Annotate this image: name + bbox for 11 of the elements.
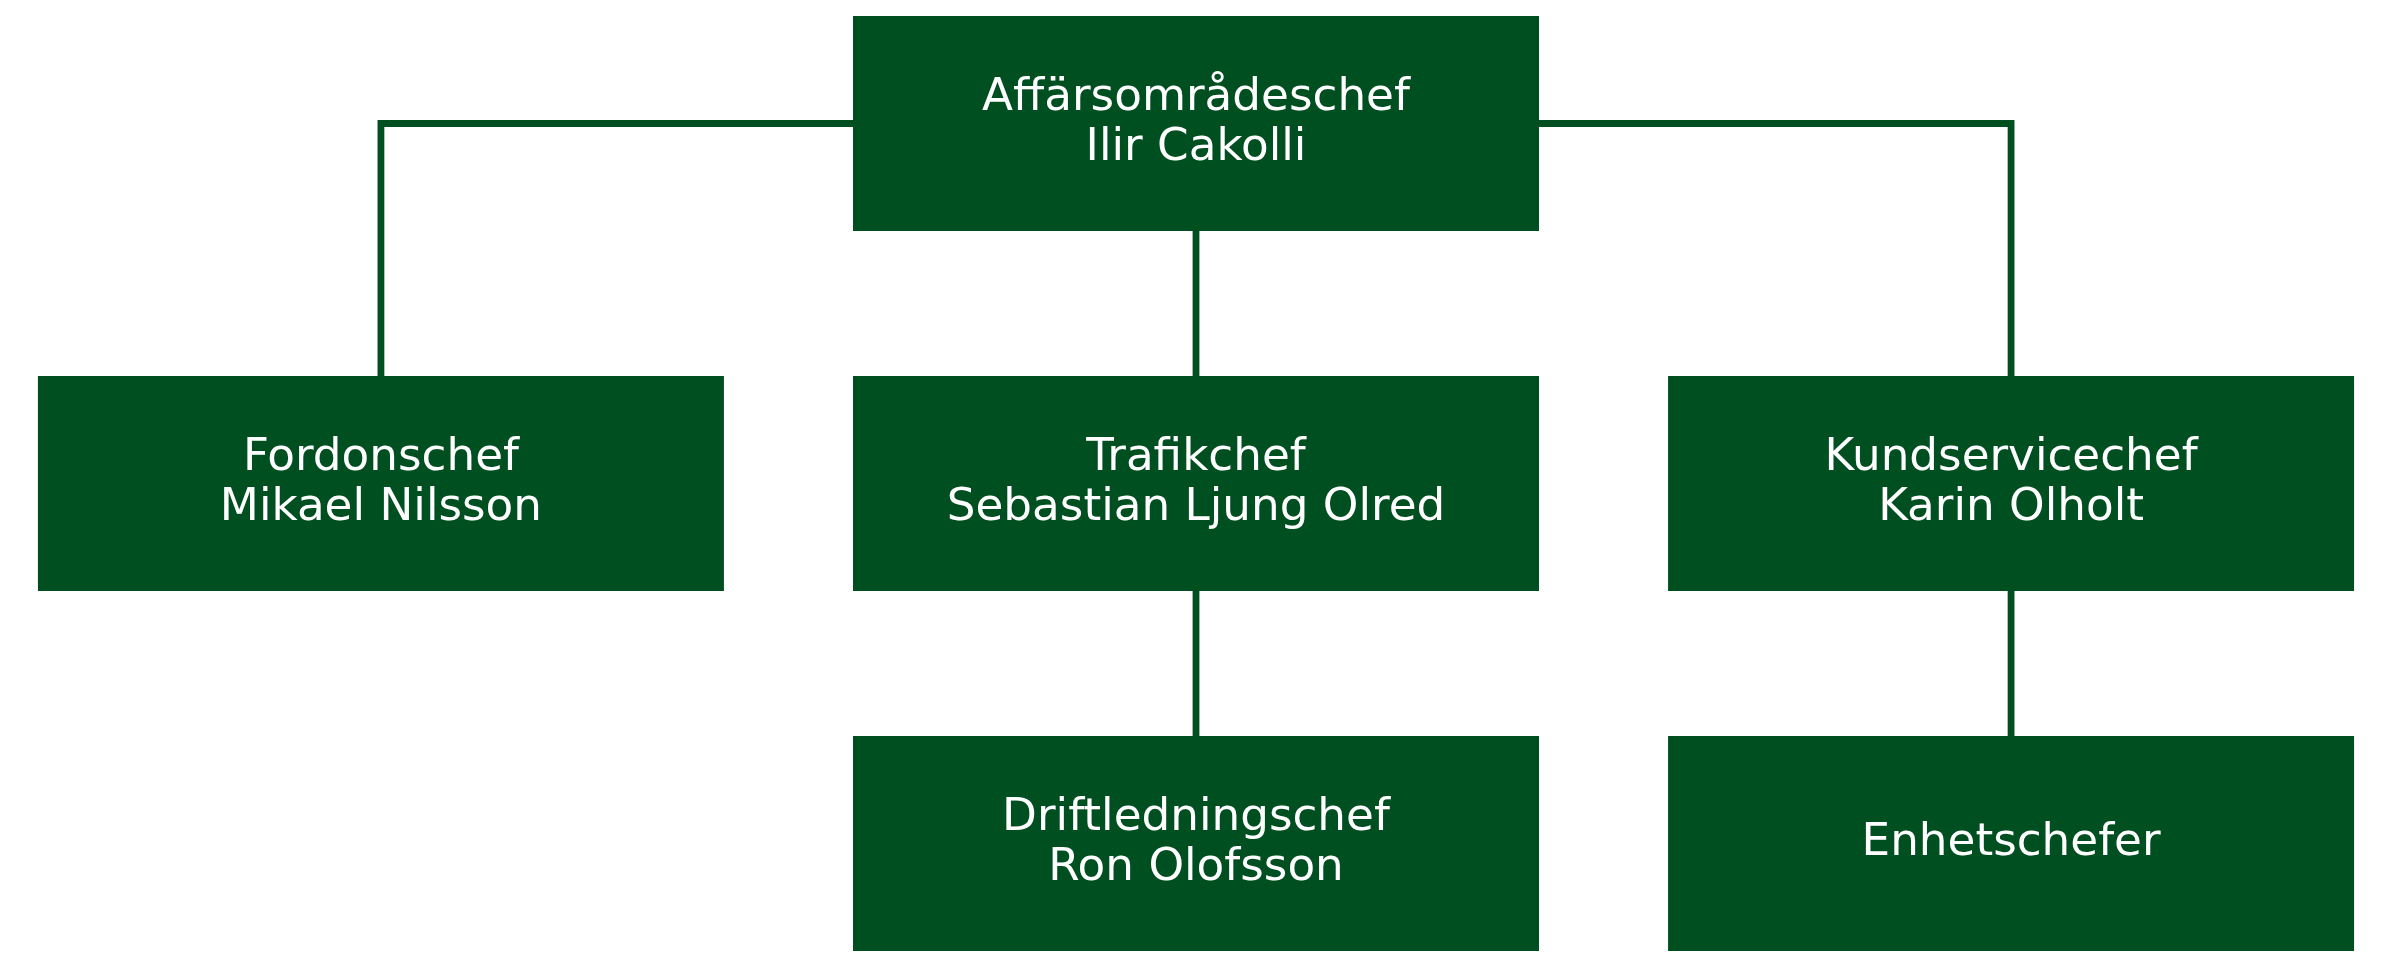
node-box: Fordonschef Mikael Nilsson: [37, 375, 724, 592]
node-box: Affärsområdeschef Ilir Cakolli: [853, 15, 1539, 232]
connector: [1192, 230, 1200, 377]
connector: [1538, 120, 2015, 377]
connector: [2007, 590, 2015, 737]
connector: [1192, 590, 1200, 737]
node-box: Kundservicechef Karin Olholt: [1668, 375, 2355, 592]
node-box: Driftledningschef Ron Olofsson: [853, 735, 1539, 952]
node-box: Enhetschefer: [1668, 735, 2355, 952]
node-box: Trafikchef Sebastian Ljung Olred: [853, 375, 1539, 592]
connector: [377, 120, 854, 377]
